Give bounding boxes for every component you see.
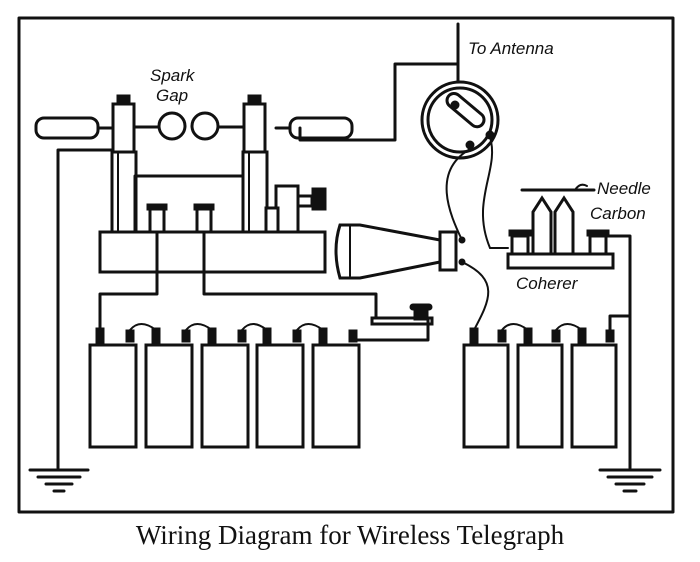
telephone-receiver xyxy=(334,223,466,280)
ground-left xyxy=(28,468,90,493)
spark-gap xyxy=(34,94,354,274)
antenna-switch xyxy=(420,80,500,160)
label-spark: Spark xyxy=(150,66,196,85)
telegraph-key xyxy=(370,303,434,326)
diagram-frame xyxy=(17,16,675,514)
label-carbon: Carbon xyxy=(590,204,646,223)
ground-right xyxy=(598,468,662,493)
battery-right xyxy=(462,323,618,449)
wiring xyxy=(56,136,632,470)
wiring-diagram: Spark Gap To Antenna Needle Carbon Coher… xyxy=(17,16,675,514)
battery-left xyxy=(88,323,361,449)
diagram-caption: Wiring Diagram for Wireless Telegraph xyxy=(135,520,565,550)
label-to-antenna: To Antenna xyxy=(468,39,554,58)
label-coherer: Coherer xyxy=(516,274,579,293)
label-gap: Gap xyxy=(156,86,188,105)
coherer xyxy=(506,183,615,270)
label-needle: Needle xyxy=(597,179,651,198)
